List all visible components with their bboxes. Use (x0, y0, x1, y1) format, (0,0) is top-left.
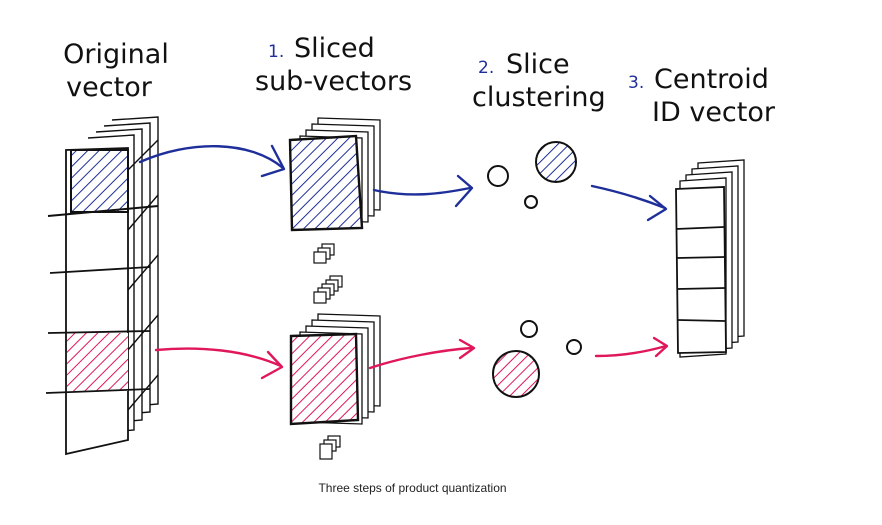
arrow-cluster-to-id-blue (590, 184, 667, 210)
original-slice-blue (70, 149, 129, 213)
sliced-subvector-top (288, 134, 364, 232)
svg-text:sub-vectors: sub-vectors (255, 66, 412, 97)
svg-text:vector: vector (66, 72, 153, 103)
arrow-original-to-sliced-pink (154, 347, 283, 368)
arrows-blue (138, 144, 668, 222)
centroid-id-vector (675, 186, 727, 354)
arrow-sliced-to-cluster-pink (368, 346, 474, 370)
svg-text:Original: Original (63, 39, 169, 70)
label-original-vector: Original vector (63, 39, 169, 103)
arrows-pink (154, 336, 669, 380)
label-step3-centroid-id-vector: 3. Centroid ID vector (628, 64, 776, 128)
label-step2-slice-clustering: 2. Slice clustering (472, 49, 606, 113)
step1-number: 1. (268, 42, 284, 62)
figure-caption: Three steps of product quantization (318, 481, 507, 495)
svg-text:ID vector: ID vector (652, 97, 776, 128)
svg-text:Centroid: Centroid (654, 64, 769, 95)
centroid-pink (492, 350, 540, 398)
small-subvector-stacks (313, 243, 343, 460)
clusters-top (487, 141, 577, 209)
step3-number: 3. (628, 73, 644, 93)
arrow-sliced-to-cluster-blue (372, 186, 472, 196)
centroid-blue (535, 141, 577, 183)
original-vector (45, 147, 159, 456)
label-step1-sliced-sub-vectors: 1. Sliced sub-vectors (255, 33, 412, 97)
svg-text:clustering: clustering (472, 82, 606, 113)
original-slice-pink (67, 333, 128, 391)
sliced-subvector-bottom (289, 332, 360, 426)
step2-number: 2. (478, 58, 494, 78)
arrow-original-to-sliced-blue (138, 144, 285, 170)
svg-text:Slice: Slice (506, 49, 570, 80)
svg-text:Sliced: Sliced (294, 33, 375, 64)
arrow-cluster-to-id-pink (594, 344, 668, 358)
clusters-bottom (492, 320, 582, 398)
